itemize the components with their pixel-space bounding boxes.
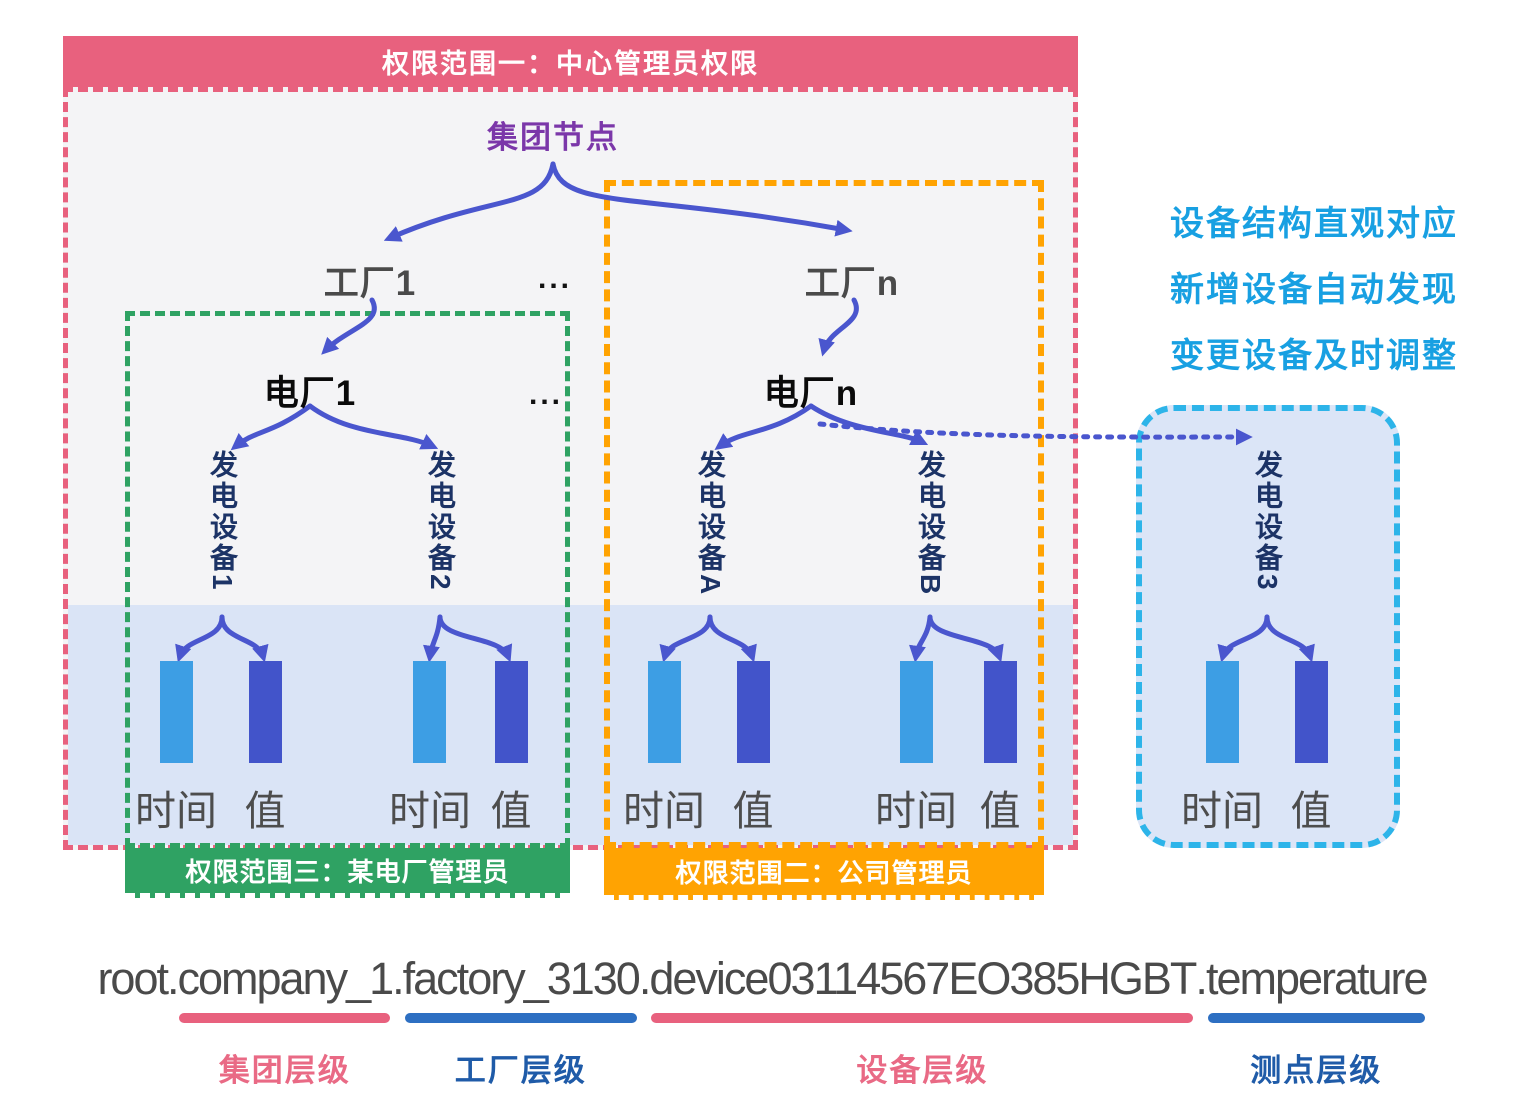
group-level-underline	[179, 1013, 391, 1023]
group-level-label: 集团层级	[218, 1053, 351, 1088]
path-segment-root: root.	[97, 953, 179, 1004]
factory-ellipsis: ...	[537, 262, 573, 295]
path-segment-factory: factory_3130 工厂层级	[402, 953, 641, 1088]
scope1-banner: 权限范围一：中心管理员权限	[63, 36, 1078, 87]
device-b-value-bar	[984, 661, 1017, 763]
factory-1-node: 工厂1	[323, 264, 417, 303]
device-3-time-bar	[1206, 661, 1239, 763]
device-2-label: 发电设备2	[425, 450, 456, 593]
device-3-label: 发电设备3	[1252, 450, 1283, 593]
scope2-banner: 权限范围二：公司管理员	[604, 848, 1044, 900]
device-level-label: 设备层级	[856, 1053, 989, 1088]
path-segment-device-text: device03114567EO385HGBT	[649, 953, 1197, 1004]
scope2-banner-label: 权限范围二：公司管理员	[675, 858, 973, 888]
device-3-value-label: 值	[1290, 788, 1332, 834]
path-segment-company-text: company_1	[177, 953, 394, 1004]
device-1-value-label: 值	[244, 788, 286, 834]
factory-level-underline	[404, 1013, 637, 1023]
device-2-time-bar	[413, 661, 446, 763]
device-3-value-bar	[1295, 661, 1328, 763]
device-a-time-bar	[648, 661, 681, 763]
device-3-time-label: 时间	[1181, 788, 1263, 834]
measurement-level-underline	[1207, 1013, 1425, 1023]
path-dot: .	[638, 953, 651, 1004]
device-b-value-label: 值	[979, 788, 1021, 834]
path-segment-measurement-text: temperature	[1205, 953, 1429, 1004]
callout-change-adjustment: 变更设备及时调整	[1170, 337, 1458, 375]
path-segment-company: company_1 集团层级	[177, 953, 394, 1088]
device-a-label: 发电设备A	[695, 450, 726, 598]
device-a-value-bar	[737, 661, 770, 763]
path-segment-device: device03114567EO385HGBT 设备层级	[649, 953, 1197, 1088]
group-root-node: 集团节点	[487, 120, 619, 155]
device-1-value-bar	[249, 661, 282, 763]
device-a-value-label: 值	[732, 788, 774, 834]
device-level-underline	[651, 1013, 1194, 1023]
path-segment-factory-text: factory_3130	[402, 953, 641, 1004]
factory-n-node: 工厂n	[804, 264, 900, 303]
device-b-label: 发电设备B	[915, 450, 946, 598]
device-2-value-label: 值	[490, 788, 532, 834]
callout-structure-mapping: 设备结构直观对应	[1170, 205, 1458, 243]
callout-auto-discovery: 新增设备自动发现	[1170, 271, 1458, 309]
scope3-banner-label: 权限范围三：某电厂管理员	[185, 857, 510, 887]
path-dot: .	[392, 953, 404, 1004]
device-1-label: 发电设备1	[207, 450, 238, 593]
device-b-time-bar	[900, 661, 933, 763]
device-b-time-label: 时间	[875, 788, 957, 834]
factory-level-label: 工厂层级	[454, 1053, 587, 1088]
scope1-banner-label: 权限范围一：中心管理员权限	[382, 49, 759, 79]
plant-n-node: 电厂n	[763, 374, 859, 413]
device-2-value-bar	[495, 661, 528, 763]
device-1-time-label: 时间	[135, 788, 217, 834]
plant-ellipsis: ...	[528, 378, 564, 411]
device-1-time-bar	[160, 661, 193, 763]
path-segment-measurement: temperature 测点层级	[1205, 953, 1429, 1088]
device-2-time-label: 时间	[389, 788, 471, 834]
device-a-time-label: 时间	[623, 788, 705, 834]
path-dot: .	[1195, 953, 1207, 1004]
measurement-level-label: 测点层级	[1250, 1053, 1383, 1088]
scope3-banner: 权限范围三：某电厂管理员	[125, 848, 570, 898]
plant-1-node: 电厂1	[263, 374, 357, 413]
